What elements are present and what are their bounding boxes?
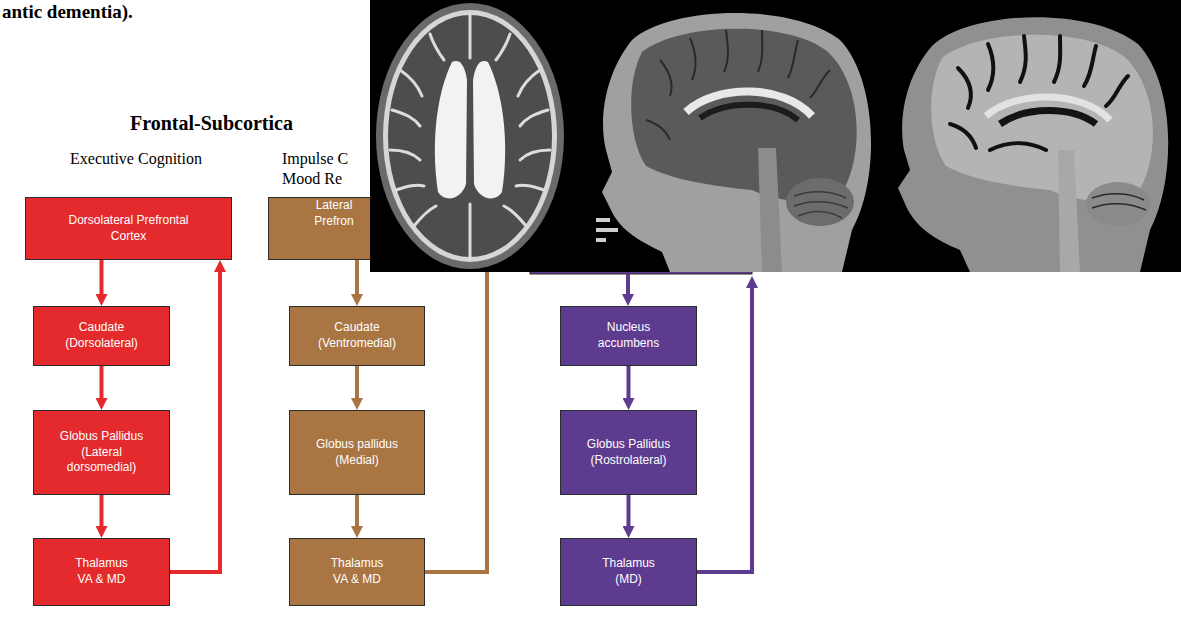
circuit-arrow [355,495,359,532]
column-heading: Mood Re [282,170,342,188]
circuit-arrow [627,366,631,404]
column-heading: Executive Cognition [70,150,202,168]
box-text: Nucleus accumbens [589,320,669,351]
circuit-box: Thalamus VA & MD [33,538,170,606]
sagittal-mri [898,17,1168,272]
box-text: Globus pallidus (Medial) [307,437,407,468]
circuit-arrow [100,495,104,532]
circuit-box: Dorsolateral Prefrontal Cortex [25,197,232,260]
box-text: Caudate (Ventromedial) [307,320,407,351]
return-stub [697,282,752,572]
circuit-box: Thalamus VA & MD [289,538,425,606]
box-text: Dorsolateral Prefrontal Cortex [54,213,204,244]
circuit-box: Caudate (Ventromedial) [289,306,425,366]
circuit-box: Globus Pallidus (Rostrolateral) [560,410,697,495]
box-text: Lateral Prefron [303,198,365,229]
circuit-box: Globus pallidus (Medial) [289,410,425,495]
box-text: Thalamus VA & MD [67,556,137,587]
circuit-arrow [627,495,631,532]
box-text: Thalamus VA & MD [322,556,392,587]
axial-mri [376,3,564,269]
box-text: Caudate (Dorsolateral) [52,320,152,351]
figure-title: Frontal-Subcortica [130,112,293,135]
circuit-arrow [425,266,487,572]
circuit-arrow [170,266,220,572]
circuit-arrow [100,366,104,404]
column-heading: Impulse C [282,150,348,168]
circuit-box: Caudate (Dorsolateral) [33,306,170,366]
box-text: Thalamus (MD) [594,556,664,587]
connector-stub [626,274,630,300]
circuit-box: Nucleus accumbens [560,306,697,366]
circuit-box: Thalamus (MD) [560,538,697,606]
mri-background [370,0,1181,272]
mri-panel [370,0,1181,272]
document-fragment: antic dementia). [2,1,133,23]
box-text: Globus Pallidus (Rostrolateral) [579,437,679,468]
circuit-arrow [355,366,359,404]
box-text: Globus Pallidus (Lateral dorsomedial) [52,429,152,476]
circuit-arrow [100,260,104,300]
circuit-arrow [355,260,359,300]
sagittal-mri [596,13,871,272]
circuit-box: Globus Pallidus (Lateral dorsomedial) [33,410,170,495]
